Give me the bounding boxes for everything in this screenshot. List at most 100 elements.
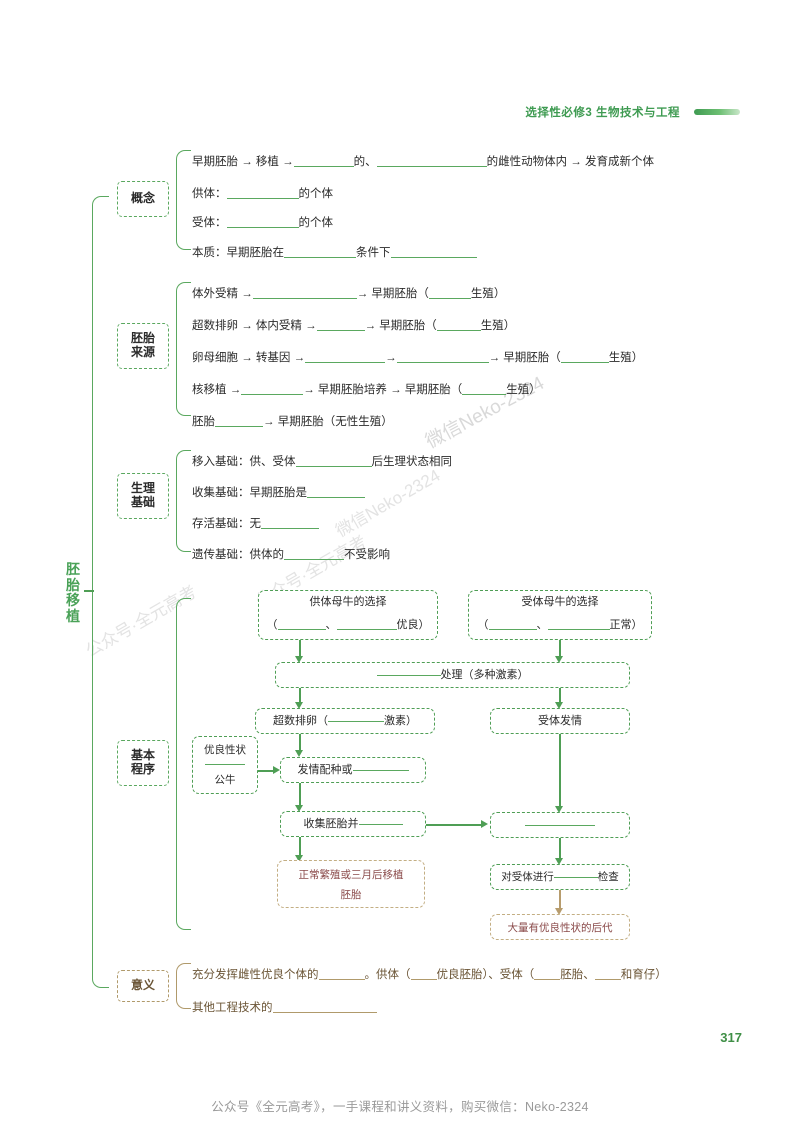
concept-line-4: 本质：早期胚胎在条件下 [192, 243, 477, 261]
significance-line-1-b: 。供体（ [364, 969, 411, 981]
procedure-bracket [176, 598, 191, 930]
category-physiology-label-1: 生理 [130, 481, 155, 496]
category-significance[interactable]: 意义 [117, 970, 169, 1002]
box-collect-embryo[interactable]: 收集胚胎并 [280, 811, 426, 837]
physiology-line-3: 存活基础：无 [192, 514, 319, 532]
connector-treatment-to-estrus [559, 688, 561, 704]
recipient-selection-tail: 正常） [609, 619, 643, 631]
concept-line-1-c: 的雌性动物体内 → 发育成新个体 [486, 156, 654, 168]
header-accent-bar [694, 109, 740, 115]
concept-line-3-a: 受体： [192, 217, 227, 229]
hormone-treatment-label: 处理（多种激素） [440, 668, 529, 681]
header-title: 选择性必修3 生物技术与工程 [525, 107, 680, 119]
category-source[interactable]: 胚胎 来源 [117, 323, 169, 369]
significance-line-1-e: 和育仔） [620, 969, 667, 981]
inspection-post: 检查 [597, 870, 619, 883]
box-superior-offspring[interactable]: 大量有优良性状的后代 [490, 914, 630, 940]
collect-embryo-pre: 收集胚胎并 [303, 817, 359, 830]
source-line-4-c: 生殖） [506, 384, 541, 396]
connector-treatment-to-superovulation [299, 688, 301, 704]
category-physiology[interactable]: 生理 基础 [117, 473, 169, 519]
arrow-treatment-to-superovulation [295, 702, 303, 709]
significance-line-1-d: 胚胎、 [560, 969, 595, 981]
recipient-selection-sep: 、 [536, 619, 548, 631]
recipient-estrus-label: 受体发情 [538, 714, 582, 727]
category-procedure[interactable]: 基本 程序 [117, 740, 169, 786]
category-concept[interactable]: 概念 [117, 181, 169, 217]
source-line-1-b: → 早期胚胎（ [356, 288, 429, 300]
concept-line-2-b: 的个体 [298, 188, 334, 200]
physiology-line-3-a: 存活基础：无 [192, 518, 261, 530]
source-line-1-a: 体外受精 → [192, 288, 253, 300]
page-number: 317 [720, 1030, 742, 1045]
estrus-mating-pre: 发情配种或 [297, 763, 353, 776]
inspection-pre: 对受体进行 [501, 870, 554, 883]
physiology-line-2-a: 收集基础：早期胚胎是 [192, 487, 307, 499]
arrow-treatment-to-estrus [555, 702, 563, 709]
source-line-3-c: → 早期胚胎（ [488, 352, 561, 364]
source-line-1-c: 生殖） [470, 288, 506, 300]
donor-selection-sep: 、 [325, 619, 337, 631]
connector-inspection-to-offspring [559, 890, 561, 910]
donor-selection-paren-open: （ [266, 619, 278, 631]
concept-line-1-a: 早期胚胎 → 移植 → [192, 156, 294, 168]
normal-breeding-line-1: 正常繁殖或三月后移植 [298, 868, 404, 881]
arrow-collect-to-breeding [295, 855, 303, 862]
root-label-char: 胎 [66, 576, 80, 593]
box-embryo-transfer[interactable] [490, 812, 630, 838]
offspring-label: 大量有优良性状的后代 [507, 921, 613, 934]
concept-line-2: 供体： 的个体 [192, 184, 333, 202]
physiology-line-4-b: 不受影响 [344, 549, 390, 561]
box-donor-selection[interactable]: 供体母牛的选择 （、优良） [258, 590, 438, 640]
source-line-4-a: 核移植 → [192, 384, 242, 396]
box-recipient-estrus[interactable]: 受体发情 [490, 708, 630, 734]
significance-line-2: 其他工程技术的 [192, 998, 377, 1016]
concept-line-1: 早期胚胎 → 移植 →的、的雌性动物体内 → 发育成新个体 [192, 152, 654, 170]
source-bracket [176, 282, 191, 416]
arrow-bull-to-mating [273, 766, 280, 774]
concept-line-3: 受体：的个体 [192, 213, 333, 231]
significance-line-1-a: 充分发挥雌性优良个体的 [192, 969, 319, 981]
root-label-char: 植 [66, 608, 80, 625]
category-concept-label: 概念 [130, 191, 155, 206]
source-line-1: 体外受精 → → 早期胚胎（ 生殖） [192, 284, 505, 302]
connector-recipient-to-treatment [559, 640, 561, 658]
box-normal-breeding[interactable]: 正常繁殖或三月后移植 胚胎 [277, 860, 425, 908]
arrow-inspection-to-offspring [555, 908, 563, 915]
significance-bracket [176, 963, 191, 1009]
connector-bull-to-mating [258, 770, 275, 772]
source-line-2-a: 超数排卵 → 体内受精 → [192, 320, 317, 332]
connector-estrus-to-transfer [559, 734, 561, 809]
box-recipient-selection[interactable]: 受体母牛的选择 （、正常） [468, 590, 652, 640]
source-line-2: 超数排卵 → 体内受精 →→ 早期胚胎（生殖） [192, 316, 515, 334]
physiology-line-2: 收集基础：早期胚胎是 [192, 483, 365, 501]
physiology-bracket [176, 450, 191, 552]
recipient-selection-title: 受体母牛的选择 [521, 596, 599, 608]
concept-line-4-b: 条件下 [356, 247, 391, 259]
box-hormone-treatment[interactable]: 处理（多种激素） [275, 662, 630, 688]
connector-donor-to-treatment [299, 640, 301, 658]
box-superior-bull[interactable]: 优良性状 公牛 [192, 736, 258, 794]
watermark-main-2: 微信Neko-2324 [332, 465, 444, 541]
arrow-recipient-to-treatment [555, 656, 563, 663]
root-label-char: 胚 [66, 561, 80, 577]
arrow-estrus-to-transfer [555, 806, 563, 813]
source-line-3-d: 生殖） [608, 352, 644, 364]
box-estrus-mating[interactable]: 发情配种或 [280, 757, 426, 783]
source-line-4-b: → 早期胚胎培养 → 早期胚胎（ [303, 384, 463, 396]
bull-trait-label: 优良性状 [204, 743, 246, 756]
concept-line-2-a: 供体： [192, 188, 227, 200]
root-label: 胚胎移植 [62, 561, 84, 625]
footer-text: 公众号《全元高考》，一手课程和讲义资料，购买微信：Neko-2324 [211, 1100, 589, 1114]
significance-line-1-c: 优良胚胎）、受体（ [436, 969, 535, 981]
physiology-line-4: 遗传基础：供体的不受影响 [192, 545, 390, 563]
root-bracket [92, 196, 109, 988]
page-header: 选择性必修3 生物技术与工程 [0, 104, 800, 120]
box-recipient-inspection[interactable]: 对受体进行 检查 [490, 864, 630, 890]
connector-superovulation-to-mating [299, 734, 301, 752]
arrow-superovulation-to-mating [295, 750, 303, 757]
category-significance-label: 意义 [130, 978, 155, 993]
box-superovulation[interactable]: 超数排卵（激素） [255, 708, 435, 734]
concept-bracket [176, 150, 191, 250]
